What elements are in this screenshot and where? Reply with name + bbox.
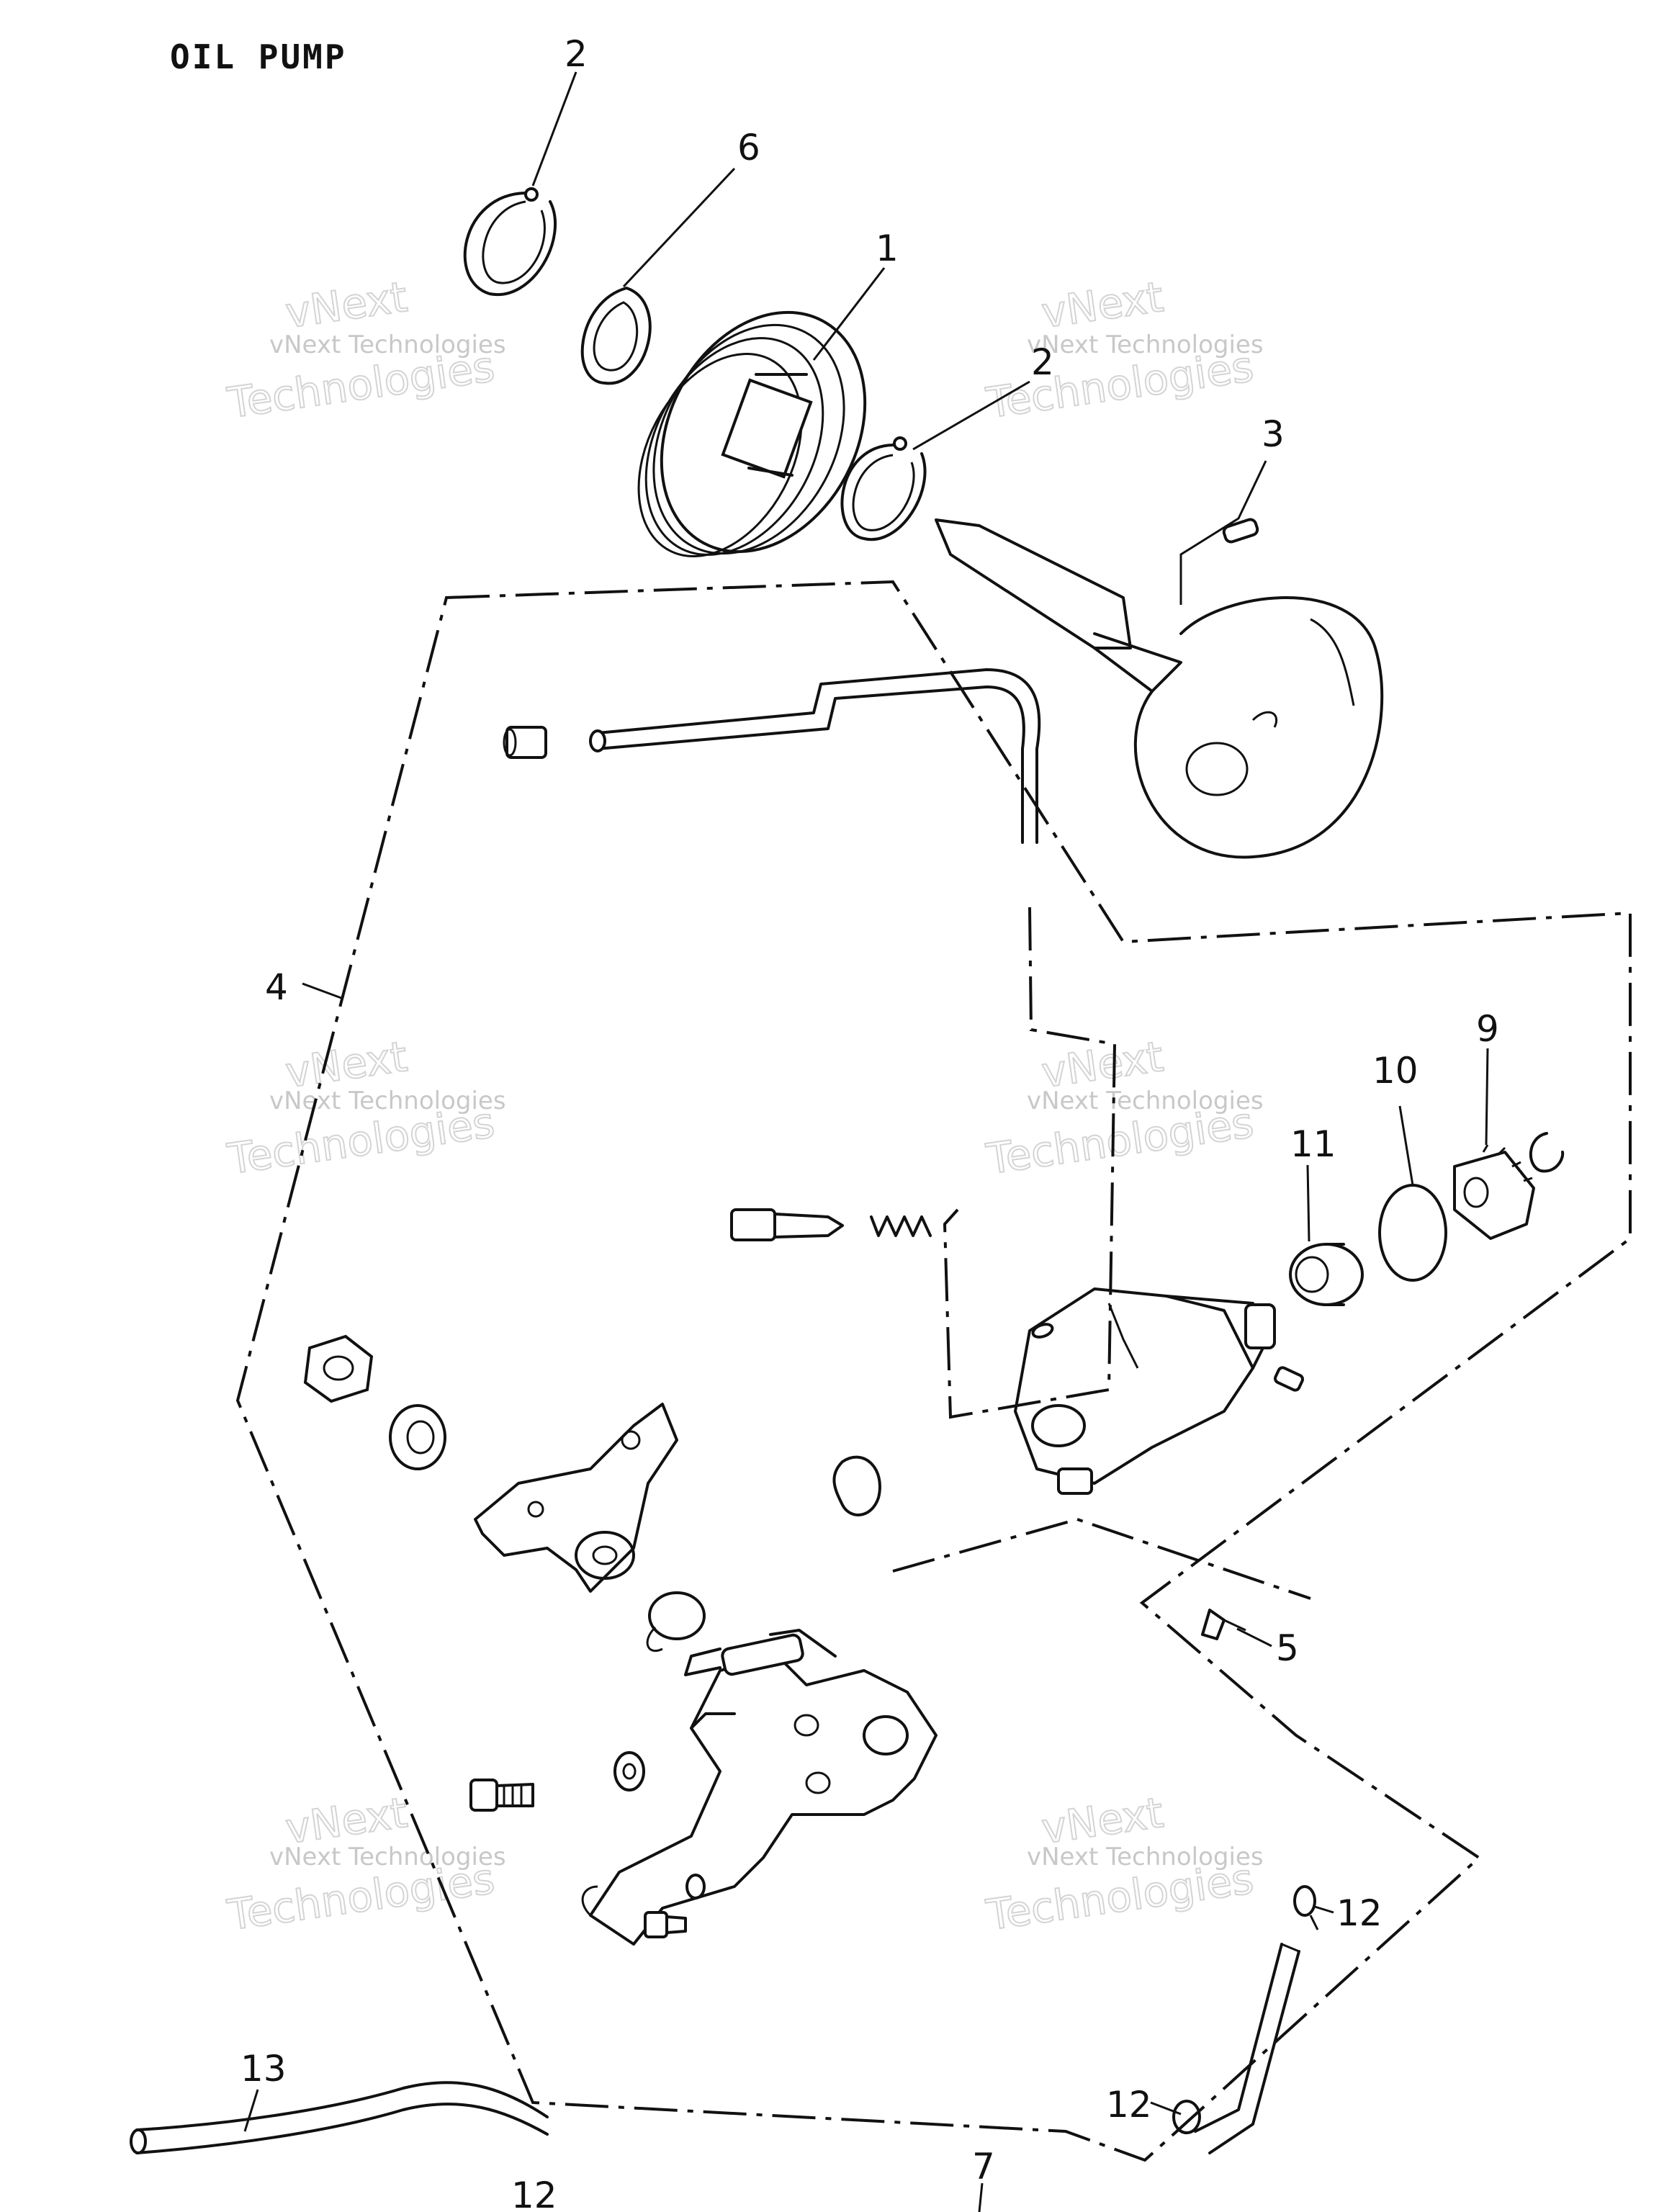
adjust-screw xyxy=(730,1208,844,1241)
washer-mid xyxy=(613,1751,645,1791)
inner-boundary xyxy=(943,907,1117,1419)
svg-text:vNext Technologies: vNext Technologies xyxy=(1027,1843,1264,1871)
watermark-mid-left: vNext vNext Technologies Technologies xyxy=(223,1031,506,1184)
svg-text:vNext Technologies: vNext Technologies xyxy=(269,1087,506,1115)
svg-text:vNext Technologies: vNext Technologies xyxy=(1027,1087,1264,1115)
assembly-boundary xyxy=(235,580,1632,2162)
callout-13: 13 xyxy=(240,2048,287,2090)
e-clip-right xyxy=(1529,1132,1565,1173)
callout-6: 6 xyxy=(737,127,760,168)
lever-plate xyxy=(474,1403,678,1593)
drive-shaft-housing xyxy=(935,518,1384,859)
callout-2-upper: 2 xyxy=(565,33,588,75)
hose-clip-upper xyxy=(1293,1885,1319,1930)
callout-7: 7 xyxy=(972,2146,995,2188)
callout-12-bottom: 12 xyxy=(511,2175,557,2212)
svg-text:vNext: vNext xyxy=(1038,272,1166,338)
hose-left xyxy=(130,2081,549,2154)
inner-boundary-lower xyxy=(892,1517,1311,1600)
rod xyxy=(684,1629,837,1676)
wave-washer xyxy=(580,287,652,385)
circlip-lower xyxy=(840,436,927,541)
callout-4: 4 xyxy=(265,966,288,1008)
pin xyxy=(1222,518,1259,544)
svg-text:vNext Technologies: vNext Technologies xyxy=(269,331,506,359)
watermark-bottom-left: vNext vNext Technologies Technologies xyxy=(223,1787,506,1941)
screw-lower xyxy=(644,1911,687,1938)
drive-gear xyxy=(1453,1144,1535,1240)
callout-12-lower: 12 xyxy=(1106,2084,1152,2126)
pulley xyxy=(637,310,867,558)
o-ring-large xyxy=(1378,1184,1447,1282)
svg-text:vNext Technologies: vNext Technologies xyxy=(269,1843,506,1871)
washer-lever xyxy=(575,1531,635,1580)
hose-clip-lower xyxy=(1172,2100,1201,2134)
small-plug xyxy=(1274,1366,1304,1392)
watermark-top-left: vNext vNext Technologies Technologies xyxy=(223,271,506,428)
callout-3: 3 xyxy=(1262,413,1285,455)
hex-nut xyxy=(303,1334,374,1403)
o-ring-small xyxy=(1031,1323,1054,1339)
screw-5 xyxy=(1201,1609,1246,1640)
callout-1: 1 xyxy=(876,228,899,269)
svg-text:vNext: vNext xyxy=(282,272,410,338)
watermark-bottom-right: vNext vNext Technologies Technologies xyxy=(982,1787,1264,1941)
callout-12-upper: 12 xyxy=(1336,1892,1382,1934)
bearing xyxy=(1289,1243,1364,1306)
oil-tube xyxy=(589,668,1041,844)
page-title: OIL PUMP xyxy=(170,37,347,76)
callout-10: 10 xyxy=(1372,1050,1419,1092)
pump-body xyxy=(1014,1287,1276,1495)
washer-left xyxy=(389,1404,446,1470)
leader-lines xyxy=(243,71,1489,2212)
svg-text:vNext Technologies: vNext Technologies xyxy=(1027,331,1264,359)
callout-9: 9 xyxy=(1476,1008,1499,1050)
gasket xyxy=(832,1455,881,1516)
oil-hose xyxy=(1194,1943,1300,2154)
circlip-upper xyxy=(463,187,557,297)
watermark-top-right: vNext vNext Technologies Technologies xyxy=(982,271,1264,428)
spring-clip xyxy=(646,1591,706,1653)
spring xyxy=(870,1215,932,1237)
bolt-left xyxy=(469,1779,534,1812)
lever-arm xyxy=(581,1655,938,1946)
callout-11: 11 xyxy=(1290,1123,1336,1165)
callout-2-lower: 2 xyxy=(1031,341,1054,383)
watermark-mid-right: vNext vNext Technologies Technologies xyxy=(982,1031,1264,1184)
small-washer-lower xyxy=(685,1874,706,1899)
sleeve xyxy=(503,726,547,759)
callout-5: 5 xyxy=(1276,1627,1299,1669)
